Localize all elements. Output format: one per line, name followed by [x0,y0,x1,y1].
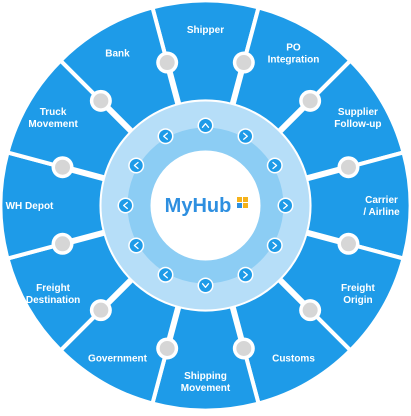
chevron-glyph [123,201,128,210]
connector-knob [236,340,252,356]
connector-knob [93,93,109,109]
connector-knob [236,55,252,71]
chevron-right-icon[interactable] [237,128,254,145]
chevron-glyph [283,201,288,210]
chevron-button [199,119,212,132]
segment-label-line: Movement [181,383,231,394]
logo-square [237,203,242,208]
chevron-button [239,129,252,143]
chevron-left-icon[interactable] [117,197,134,214]
segment-label-line: Bank [105,49,130,60]
chevron-glyph [243,132,248,140]
connector-knob [340,159,356,175]
chevron-right-icon[interactable] [266,237,283,254]
connectors-layer [51,51,360,360]
chevron-left-icon[interactable] [157,128,174,145]
chevron-up-icon[interactable] [197,117,214,134]
logo-square [237,197,242,202]
chevron-button [159,268,172,282]
segment-label: Government [88,353,148,364]
connector-knob [159,55,175,71]
chevron-button [268,159,282,172]
chevron-right-icon[interactable] [237,266,254,283]
chevron-glyph [163,271,168,279]
segment-label: Customs [272,353,315,364]
hub-logo-icon [237,197,248,208]
logo-square [243,203,248,208]
connector-knob [55,159,71,175]
chevron-glyph [272,241,278,250]
segment-label-line: Destination [26,295,80,306]
chevron-button [239,268,252,282]
segment-label-line: Shipper [187,25,224,36]
chevron-right-icon[interactable] [266,157,283,174]
chevron-glyph [133,161,139,170]
chevron-button [268,239,282,252]
segment-label: Bank [105,49,130,60]
segment-label-line: Follow-up [334,119,381,130]
connector-knob [55,236,71,252]
segment-label: Carrier/ Airline [363,195,400,218]
connector-knob [93,302,109,318]
chevron-button [129,239,143,252]
segment-label-line: Movement [28,119,78,130]
connector-knob [302,302,318,318]
segment-label-line: Shipping [184,371,227,382]
chevron-glyph [163,132,168,140]
chevron-button [279,199,292,212]
chevron-button [159,129,172,143]
chevron-left-icon[interactable] [128,237,145,254]
chevron-glyph [201,283,210,288]
segment-label-line: Government [88,353,148,364]
connector-knob [159,340,175,356]
segment-label-line: Origin [343,295,372,306]
chevron-button [119,199,132,212]
chevron-button [129,159,143,172]
connector-knob [302,93,318,109]
segment-label-line: PO [286,43,301,54]
segment-label-line: Truck [40,107,67,118]
chevrons-layer [117,117,294,294]
segment-label-line: Freight [341,283,376,294]
segment-label-line: WH Depot [6,201,54,212]
chevron-glyph [272,161,278,170]
chevron-glyph [243,271,248,279]
connector-knob [340,236,356,252]
segment-label-line: Freight [36,283,71,294]
segment-label-line: Integration [268,55,320,66]
chevron-button [199,279,212,292]
chevron-right-icon[interactable] [277,197,294,214]
chevron-left-icon[interactable] [128,157,145,174]
chevron-glyph [133,241,139,250]
segment-label: Shipper [187,25,224,36]
segment-label-line: / Airline [363,207,400,218]
chevron-glyph [201,123,210,128]
segment-label: WH Depot [6,201,54,212]
segment-label-line: Supplier [338,107,378,118]
chevron-left-icon[interactable] [157,266,174,283]
segment-label-line: Customs [272,353,315,364]
hub-title: MyHub [165,195,232,217]
chevron-down-icon[interactable] [197,277,214,294]
center-circle [150,150,261,261]
segment-label-line: Carrier [365,195,398,206]
logo-square [243,197,248,202]
